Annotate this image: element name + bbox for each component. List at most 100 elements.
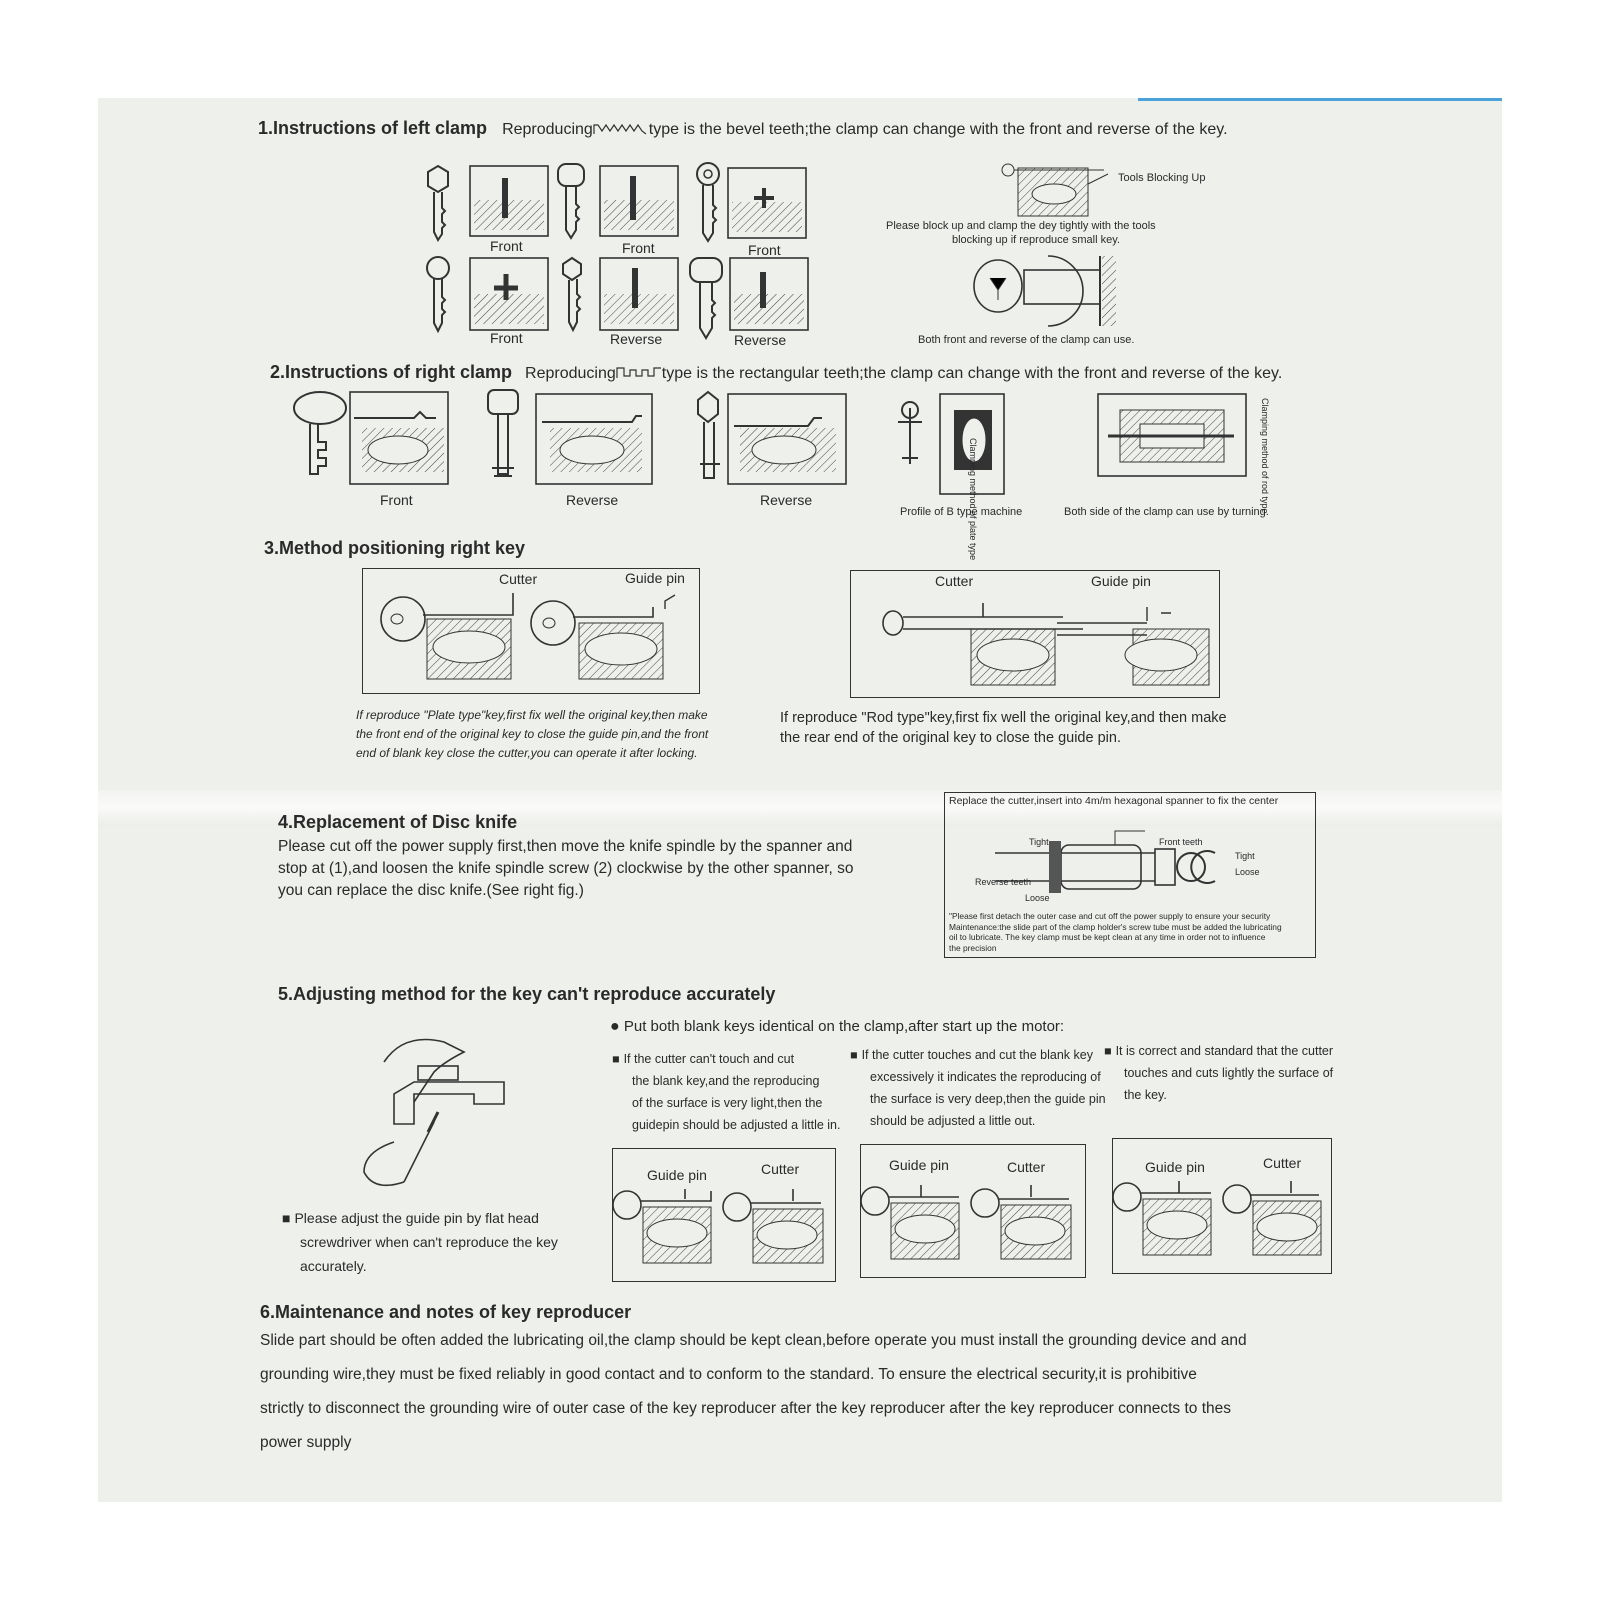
label-front-3: Front — [748, 242, 781, 258]
fig-loose2-label: Loose — [1235, 867, 1260, 877]
key-icon — [697, 390, 720, 479]
section-1-desc-post: type is the bevel teeth;the clamp can ch… — [648, 121, 1228, 138]
vertical-label-rod: Clamping method of rod type — [1260, 398, 1270, 514]
top-edge-line — [1138, 98, 1502, 101]
key-icon — [557, 163, 585, 240]
bevel-teeth-icon — [593, 124, 647, 135]
section-1-title: 1.Instructions of left clamp — [258, 118, 488, 138]
fig-front-teeth-label: Front teeth — [1159, 837, 1203, 847]
section-2-desc-post: type is the rectangular teeth;the clamp … — [661, 365, 1283, 382]
fig-note: "Please first detach the outer case and … — [949, 911, 1282, 953]
key-icon — [426, 256, 450, 334]
case-2-text: If the cutter touches and cut the blank … — [850, 1044, 1106, 1132]
plate-note-line-2: the front end of the original key to clo… — [356, 727, 709, 741]
case-1-line-1: If the cutter can't touch and cut — [612, 1048, 840, 1070]
rod-positioning-diagram — [882, 603, 1210, 686]
cutter-label: Cutter — [1007, 1159, 1046, 1175]
right-label-front: Front — [380, 492, 413, 508]
fig-tight-label: Tight — [1029, 837, 1049, 847]
section-2-header: 2.Instructions of right clamp Reproducin… — [270, 362, 1282, 383]
cutter-label: Cutter — [499, 571, 538, 587]
section-2-title: 2.Instructions of right clamp — [270, 362, 513, 382]
fig-note-line-4: the precision — [949, 942, 997, 953]
section-1-header: 1.Instructions of left clamp Reproducing… — [258, 118, 1228, 139]
label-front-1: Front — [490, 238, 523, 254]
vertical-label-plate: Clamping method of plate type — [968, 438, 978, 561]
adjust-box-correct: Guide pin Cutter — [1112, 1138, 1332, 1274]
profile-b-type-label: Profile of B type machine — [900, 506, 1023, 518]
guide-pin-label: Guide pin — [647, 1167, 707, 1183]
label-reverse-2: Reverse — [734, 332, 787, 348]
case-2-line-1: If the cutter touches and cut the blank … — [850, 1044, 1106, 1066]
cutter-label: Cutter — [1263, 1155, 1302, 1171]
rectangular-teeth-icon — [616, 367, 661, 379]
cutter-label: Cutter — [761, 1161, 800, 1177]
plate-positioning-box: Cutter Guide pin — [362, 568, 700, 694]
block-note-line-2: blocking up if reproduce small key. — [952, 234, 1120, 246]
adjust-note-line-2: screwdriver when can't reproduce the key — [300, 1234, 558, 1250]
block-note-line-1: Please block up and clamp the dey tightl… — [886, 220, 1156, 232]
left-clamp-key-diagrams — [426, 162, 809, 340]
page-fold — [98, 790, 1502, 826]
case-2-line-4: should be adjusted a little out. — [870, 1114, 1036, 1128]
section-1-desc-pre: Reproducing — [502, 121, 593, 138]
guide-pin-label: Guide pin — [1091, 573, 1151, 589]
fig-note-line-3: oil to lubricate. The key clamp must be … — [949, 932, 1266, 942]
case-3-line-3: the key. — [1124, 1088, 1167, 1102]
clamp-rotation-diagram — [973, 255, 1116, 327]
key-icon — [293, 391, 347, 475]
plate-note-line-3: end of blank key close the cutter,you ca… — [356, 746, 698, 760]
key-icon — [562, 256, 582, 333]
case-3-text: It is correct and standard that the cutt… — [1104, 1040, 1334, 1106]
fig-note-line-1: "Please first detach the outer case and … — [949, 911, 1271, 921]
rod-note-line-1: If reproduce "Rod type"key,first fix wel… — [780, 710, 1227, 726]
hand-adjust-illustration — [363, 1038, 505, 1187]
guide-pin-label: Guide pin — [1145, 1159, 1205, 1175]
rod-type-note: If reproduce "Rod type"key,first fix wel… — [780, 708, 1227, 748]
disc-knife-figure: Replace the cutter,insert into 4m/m hexa… — [944, 792, 1316, 958]
plate-type-note: If reproduce "Plate type"key,first fix w… — [356, 706, 776, 763]
case-2-line-3: the surface is very deep,then the guide … — [870, 1092, 1106, 1106]
guide-pin-label: Guide pin — [889, 1157, 949, 1173]
key-icon — [689, 257, 723, 340]
right-label-reverse-2: Reverse — [760, 492, 813, 508]
s4-line-1: Please cut off the power supply first,th… — [278, 838, 853, 855]
s6-line-2: grounding wire,they must be fixed reliab… — [260, 1366, 1197, 1383]
case-2-line-2: excessively it indicates the reproducing… — [870, 1070, 1101, 1084]
fig-tight2-label: Tight — [1235, 851, 1255, 861]
s6-line-3: strictly to disconnect the grounding wir… — [260, 1400, 1231, 1417]
both-side-clamp-label: Both side of the clamp can use by turnin… — [1064, 506, 1269, 518]
plate-note-line-1: If reproduce "Plate type"key,first fix w… — [356, 708, 708, 722]
adjust-diagram-out — [860, 1185, 1072, 1260]
s6-line-1: Slide part should be often added the lub… — [260, 1332, 1247, 1349]
fig-loose-label: Loose — [1025, 893, 1050, 903]
case-1-line-2: the blank key,and the reproducing — [632, 1074, 820, 1088]
adjust-diagram-in — [612, 1189, 824, 1264]
guide-pin-label: Guide pin — [625, 570, 685, 586]
fig-reverse-teeth-label: Reverse teeth — [975, 877, 1032, 887]
s6-line-4: power supply — [260, 1434, 352, 1451]
section-5-title: 5.Adjusting method for the key can't rep… — [278, 984, 776, 1004]
fig-note-line-2: Maintenance:the slide part of the clamp … — [949, 921, 1282, 932]
adjust-note: Please adjust the guide pin by flat head… — [282, 1206, 558, 1278]
rod-positioning-box: Cutter Guide pin — [850, 570, 1220, 698]
section-3-title: 3.Method positioning right key — [264, 538, 525, 558]
label-reverse-1: Reverse — [610, 331, 663, 347]
section-4-title: 4.Replacement of Disc knife — [278, 812, 518, 832]
section-6-title: 6.Maintenance and notes of key reproduce… — [260, 1302, 632, 1322]
case-3-line-2: touches and cuts lightly the surface of — [1124, 1066, 1334, 1080]
section-4-body: Please cut off the power supply first,th… — [278, 836, 918, 902]
cutter-label: Cutter — [935, 573, 974, 589]
tools-blocking-diagram — [1001, 163, 1109, 217]
key-icon — [427, 164, 449, 242]
right-clamp-key-diagrams — [293, 389, 1247, 495]
tools-blocking-label: Tools Blocking Up — [1118, 172, 1206, 184]
adjust-diagram-correct — [1112, 1181, 1322, 1256]
adjust-note-line-1: Please adjust the guide pin by flat head — [282, 1206, 558, 1230]
adjust-note-line-3: accurately. — [300, 1258, 367, 1274]
case-1-line-3: of the surface is very light,then the — [632, 1096, 823, 1110]
label-front-4: Front — [490, 330, 523, 346]
label-front-2: Front — [622, 240, 655, 256]
bullet-icon: ● — [610, 1018, 620, 1035]
section-6-body: Slide part should be often added the lub… — [260, 1324, 1247, 1460]
